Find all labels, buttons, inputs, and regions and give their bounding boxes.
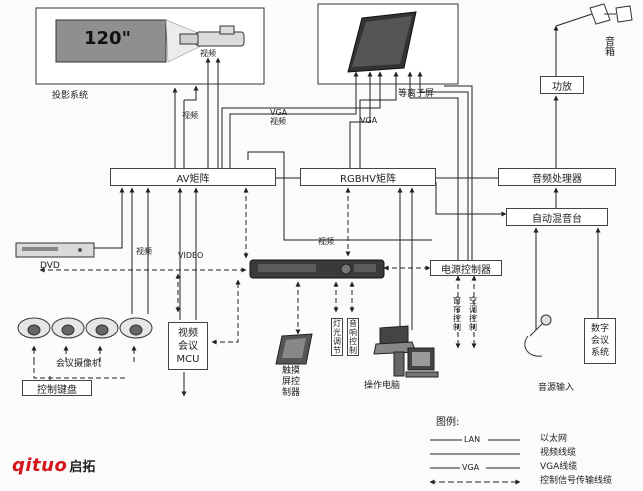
- cable-label-video-5: VIDEO: [178, 251, 204, 260]
- legend-item-video: 视频线缆: [540, 448, 577, 458]
- legend-title: 图例:: [436, 417, 460, 428]
- legend-item-control: 控制信号传输线缆: [540, 476, 613, 486]
- cable-label-video-4: 视频: [318, 237, 334, 246]
- laptop-icon: [373, 325, 417, 355]
- projection-system-label: 投影系统: [52, 91, 89, 101]
- av-to-projector-lines: [94, 13, 601, 397]
- control-lines: [31, 187, 477, 387]
- projector-video-label: 视频: [200, 49, 216, 58]
- cable-label-video-3: 视频: [136, 247, 152, 256]
- dvd-label: DVD: [40, 261, 60, 271]
- cable-label-video-2: 视频: [270, 117, 286, 126]
- keyboard-box: 控制键盘: [22, 380, 92, 396]
- central-controller: [249, 259, 385, 279]
- pc-label: 操作电脑: [364, 381, 401, 391]
- microphone-icon: [524, 314, 552, 357]
- touch-panel-label: 触摸 屏控 制器: [282, 366, 301, 398]
- power-controller-box: 电源控制器: [430, 260, 502, 276]
- projection-system: [35, 7, 265, 85]
- plasma-label: 等离子屏: [398, 89, 435, 99]
- speaker-label: 音 箱: [605, 37, 615, 58]
- legend-lines: [429, 439, 521, 485]
- amplifier-box: 功放: [540, 76, 584, 94]
- video-projector-camera-icon: [179, 25, 245, 47]
- cable-label-vga-1: VGA: [270, 108, 288, 117]
- audio-input-label: 音源输入: [538, 383, 575, 393]
- mcu-box: 视频 会议 MCU: [168, 322, 208, 370]
- legend-sample-lan: LAN: [464, 435, 481, 444]
- touch-panel-icon: [275, 333, 313, 365]
- legend-sample-vga: VGA: [462, 463, 480, 472]
- screen-size-label: 120": [84, 28, 131, 49]
- sound-control-label: 音 响 控 制: [347, 318, 359, 356]
- logo-cn: 启拓: [69, 460, 96, 475]
- rgbhv-matrix-box: RGBHV矩阵: [300, 168, 436, 186]
- ac-control-label: 空 调 控 制: [469, 296, 477, 332]
- legend-item-ethernet: 以太网: [540, 434, 568, 444]
- mcu-line-3: MCU: [176, 353, 200, 365]
- cable-label-vga-2: VGA: [360, 116, 378, 125]
- av-matrix-box: AV矩阵: [110, 168, 276, 186]
- plasma-display: [317, 3, 459, 85]
- dvd-player-icon: [15, 242, 95, 258]
- mixer-box: 自动混音台: [506, 208, 608, 226]
- brand-logo: qituo 启拓: [12, 455, 95, 476]
- camera-icons: [17, 317, 153, 339]
- speaker-icon: [589, 3, 633, 25]
- cable-label-video-1: 视频: [182, 111, 198, 120]
- pc-icon: [393, 347, 439, 378]
- audio-processor-box: 音频处理器: [498, 168, 616, 186]
- logo-word: qituo: [12, 455, 68, 476]
- mcu-line-2: 会议: [178, 340, 198, 352]
- digital-conference-box: 数字 会议 系统: [584, 318, 616, 364]
- curtain-control-label: 窗 帘 控 制: [453, 296, 461, 332]
- legend-item-vga: VGA线缆: [540, 462, 578, 472]
- mcu-line-1: 视频: [178, 327, 198, 339]
- light-control-label: 灯 光 调 节: [331, 318, 343, 356]
- cameras-label: 会议摄像机: [56, 359, 102, 369]
